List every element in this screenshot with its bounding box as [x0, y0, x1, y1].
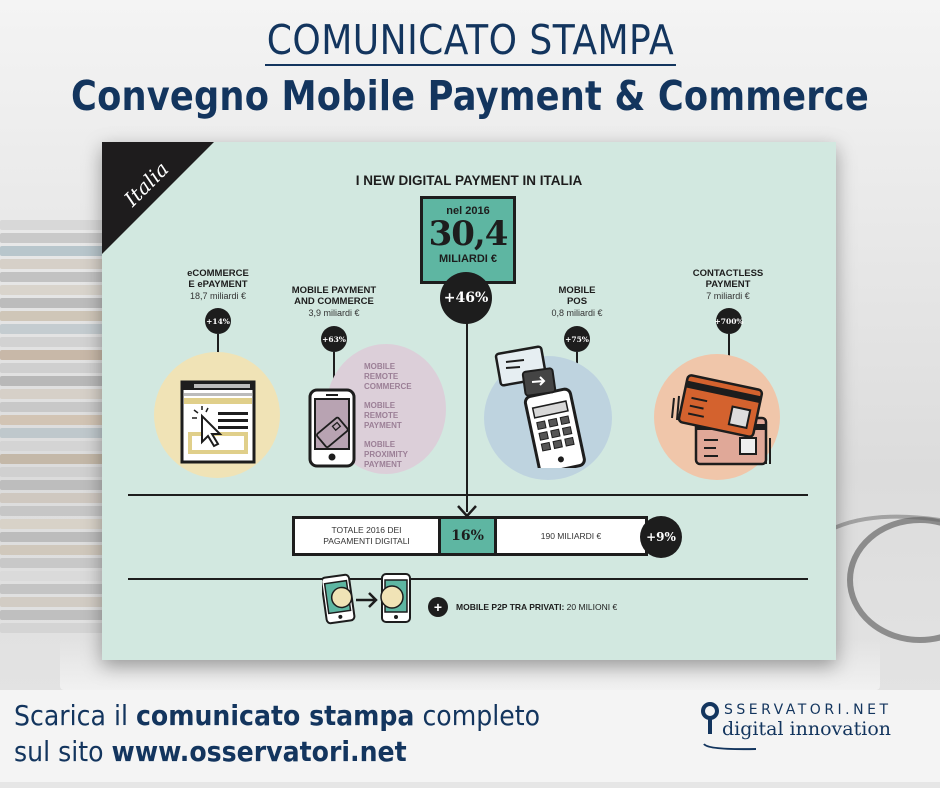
headline-connector	[466, 322, 468, 512]
p2p-label: MOBILE P2P TRA PRIVATI:	[456, 602, 565, 612]
connector-line	[333, 352, 335, 390]
cta-text: completo	[414, 699, 541, 732]
category-name: eCOMMERCE	[187, 268, 249, 279]
divider-line	[128, 494, 808, 496]
category-name: MOBILE PAYMENT	[291, 285, 377, 296]
infographic-title: I NEW DIGITAL PAYMENT IN ITALIA	[355, 173, 583, 188]
magnifier-pin-icon	[701, 702, 719, 734]
browser-cursor-icon	[180, 380, 256, 464]
total-share: 16%	[441, 519, 497, 553]
category-name: PAYMENT	[705, 279, 751, 290]
headline-year: nel 2016	[446, 205, 490, 217]
total-label-line: TOTALE 2016 DEI	[331, 525, 402, 535]
category-mobile-pos: MOBILE POS 0,8 miliardi €	[532, 285, 622, 318]
category-name: CONTACTLESS	[692, 268, 764, 279]
category-amount: 7 miliardi €	[706, 291, 750, 301]
event-title: Convegno Mobile Payment & Commerce	[71, 72, 869, 120]
headline-unit: MILIARDI €	[438, 253, 498, 265]
category-name: MOBILE	[558, 285, 596, 296]
cta-text: Scarica il	[14, 699, 136, 732]
total-amount: 190 MILIARDI €	[540, 531, 602, 541]
sub-item: MOBILE REMOTE COMMERCE	[364, 362, 412, 391]
smartphone-card-icon	[308, 388, 356, 468]
growth-badge: +14%	[205, 308, 231, 334]
growth-badge: +63%	[321, 326, 347, 352]
corner-ribbon	[102, 142, 214, 254]
press-release-label: COMUNICATO STAMPA	[264, 16, 676, 66]
footer: Scarica il comunicato stampa completo su…	[0, 690, 940, 782]
background-newspaper-stack	[0, 220, 120, 660]
logo-swoosh	[703, 743, 757, 751]
total-label: TOTALE 2016 DEI PAGAMENTI DIGITALI	[295, 519, 441, 553]
category-name: POS	[566, 296, 588, 307]
contactless-cards-icon	[671, 374, 771, 466]
sub-item: MOBILE REMOTE PAYMENT	[364, 401, 402, 430]
category-amount: 18,7 miliardi €	[189, 291, 247, 301]
category-name: AND COMMERCE	[294, 296, 374, 307]
category-mobile-payment: MOBILE PAYMENT AND COMMERCE 3,9 miliardi…	[282, 285, 386, 318]
category-amount: 3,9 miliardi €	[308, 308, 360, 318]
growth-badge: +75%	[564, 326, 590, 352]
logo-brand: SSERVATORI.NET	[724, 702, 892, 718]
download-cta[interactable]: Scarica il comunicato stampa completo su…	[14, 698, 540, 770]
category-contactless: CONTACTLESS PAYMENT 7 miliardi €	[678, 268, 778, 301]
plus-icon: +	[428, 597, 448, 617]
total-growth-badge: +9%	[640, 516, 682, 558]
divider-line	[128, 578, 808, 580]
headline-growth-badge: +46%	[440, 272, 492, 324]
website-link[interactable]: www.osservatori.net	[111, 735, 407, 768]
total-bar: TOTALE 2016 DEI PAGAMENTI DIGITALI 16% 1…	[292, 516, 648, 556]
p2p-value: 20 MILIONI €	[564, 602, 618, 612]
headline-value: 30,4	[428, 214, 509, 254]
headline-box: nel 2016 30,4 MILIARDI €	[420, 196, 516, 284]
sub-item: MOBILE PROXIMITY PAYMENT	[364, 440, 408, 469]
category-ecommerce: eCOMMERCE E ePAYMENT 18,7 miliardi €	[166, 268, 270, 301]
growth-badge: +700%	[714, 308, 744, 334]
logo-tagline: digital innovation	[722, 718, 891, 740]
total-label-line: PAGAMENTI DIGITALI	[323, 536, 410, 546]
category-amount: 0,8 miliardi €	[551, 308, 603, 318]
background-glasses	[830, 514, 940, 643]
cta-text: sul sito	[14, 735, 112, 768]
p2p-transfer-icon	[322, 573, 411, 625]
header: COMUNICATO STAMPA Convegno Mobile Paymen…	[0, 18, 940, 120]
mobile-payment-sub-items: MOBILE REMOTE COMMERCE MOBILE REMOTE PAY…	[364, 362, 424, 479]
infographic-card: Italia I NEW DIGITAL PAYMENT IN ITALIA n…	[102, 142, 836, 660]
p2p-info: MOBILE P2P TRA PRIVATI: 20 MILIONI €	[456, 602, 617, 612]
cta-emphasis: comunicato stampa	[135, 699, 415, 732]
mobile-pos-icon	[494, 345, 586, 468]
category-name: E ePAYMENT	[188, 279, 248, 290]
